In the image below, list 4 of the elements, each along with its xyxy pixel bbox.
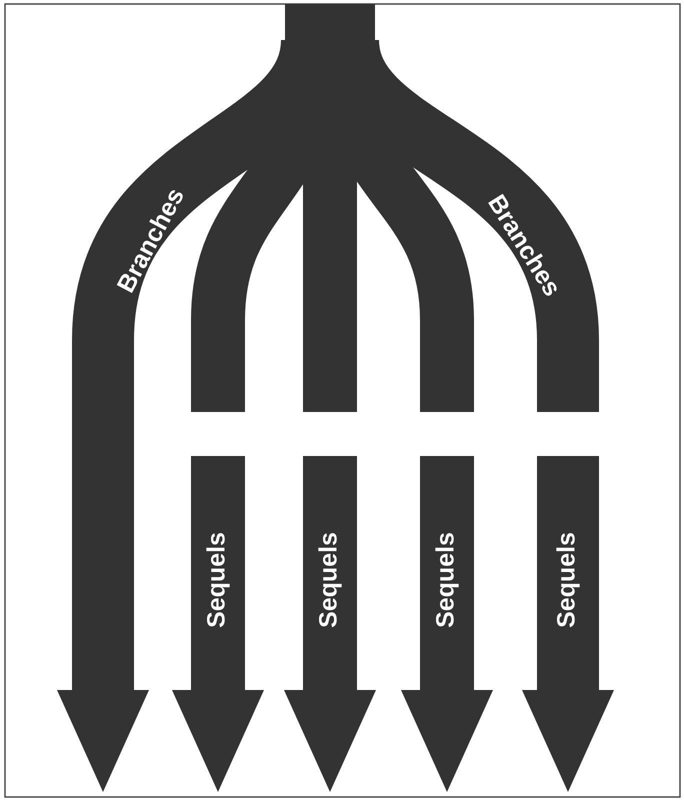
sequel-label: Sequels — [435, 533, 459, 628]
sequel-label: Sequels — [556, 533, 580, 628]
sequel-label: Sequels — [318, 533, 342, 628]
sequel-label: Sequels — [206, 533, 230, 628]
